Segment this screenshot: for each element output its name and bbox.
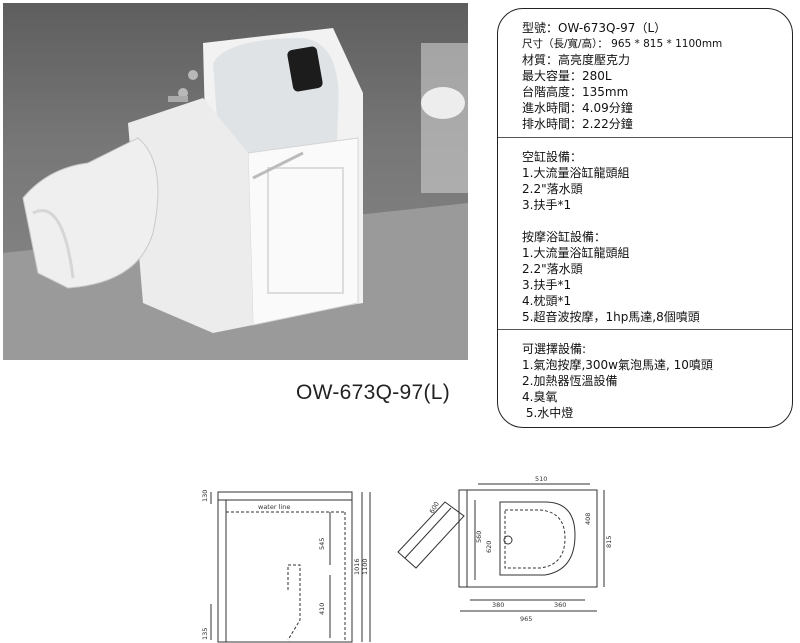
dim-label: 130 xyxy=(201,490,209,502)
spec-dimensions: 尺寸（長/寬/高）： 965 * 815 * 1100mm xyxy=(522,38,723,50)
massage-tub-item: 3.扶手*1 xyxy=(522,278,572,292)
dim-label: 560 xyxy=(475,531,483,543)
spec-optional: 可選擇設備: 1.氣泡按摩,300w氣泡馬達, 10噴頭 2.加熱器恆溫設備 4… xyxy=(522,341,782,421)
section-divider xyxy=(498,329,792,330)
spec-fill-time: 進水時間：4.09分鐘 xyxy=(522,101,633,115)
empty-tub-item: 2.2"落水頭 xyxy=(522,182,583,196)
massage-tub-item: 1.大流量浴缸龍頭組 xyxy=(522,246,630,260)
walk-in-tub-illustration xyxy=(3,28,468,360)
spec-material: 材質：高亮度壓克力 xyxy=(522,53,631,67)
section-divider xyxy=(498,137,792,138)
massage-tub-item: 4.枕頭*1 xyxy=(522,294,572,308)
massage-tub-item: 5.超音波按摩，1hp馬達,8個噴頭 xyxy=(522,310,700,324)
dim-label: 408 xyxy=(584,513,592,525)
dim-label: 620 xyxy=(485,541,493,553)
technical-drawings: water line 130 545 410 135 1016 1100 510… xyxy=(201,475,613,643)
massage-tub-item: 2.2"落水頭 xyxy=(522,262,583,276)
optional-item: 2.加熱器恆溫設備 xyxy=(522,374,618,388)
empty-tub-item: 3.扶手*1 xyxy=(522,198,572,212)
dim-label: 1100 xyxy=(361,558,369,575)
dim-label: 965 xyxy=(520,615,532,623)
optional-item: 4.臭氧 xyxy=(522,390,558,404)
spec-drain-time: 排水時間：2.22分鐘 xyxy=(522,117,633,131)
spec-card: 型號：OW-673Q-97（L） 尺寸（長/寬/高）： 965 * 815 * … xyxy=(497,8,793,428)
dim-label: 410 xyxy=(318,603,326,615)
spec-basic: 型號：OW-673Q-97（L） 尺寸（長/寬/高）： 965 * 815 * … xyxy=(522,20,782,132)
empty-tub-item: 1.大流量浴缸龍頭組 xyxy=(522,166,630,180)
optional-item: 5.水中燈 xyxy=(522,406,574,420)
empty-tub-title: 空缸設備： xyxy=(522,150,583,164)
water-line-label: water line xyxy=(258,503,290,511)
dim-label: 135 xyxy=(201,628,209,640)
spec-model: 型號：OW-673Q-97（L） xyxy=(522,21,667,35)
dim-label: 380 xyxy=(492,601,504,609)
dim-label: 360 xyxy=(554,601,566,609)
dim-label: 1016 xyxy=(353,558,361,575)
optional-item: 1.氣泡按摩,300w氣泡馬達, 10噴頭 xyxy=(522,358,713,372)
product-photo xyxy=(3,3,468,360)
dim-label: 815 xyxy=(605,536,613,548)
spec-massage-tub: 按摩浴缸設備： 1.大流量浴缸龍頭組 2.2"落水頭 3.扶手*1 4.枕頭*1… xyxy=(522,229,782,325)
optional-title: 可選擇設備: xyxy=(522,342,587,356)
side-elevation-drawing xyxy=(210,491,371,643)
dim-label: 510 xyxy=(535,475,547,483)
model-caption: OW-673Q-97(L) xyxy=(296,381,451,404)
spec-step-height: 台階高度：135mm xyxy=(522,85,629,99)
spec-empty-tub: 空缸設備： 1.大流量浴缸龍頭組 2.2"落水頭 3.扶手*1 xyxy=(522,149,782,213)
dim-label: 600 xyxy=(428,500,441,515)
massage-tub-title: 按摩浴缸設備： xyxy=(522,230,607,244)
dim-label: 545 xyxy=(318,538,326,550)
spec-capacity: 最大容量：280L xyxy=(522,69,612,83)
top-plan-drawing xyxy=(397,483,605,612)
